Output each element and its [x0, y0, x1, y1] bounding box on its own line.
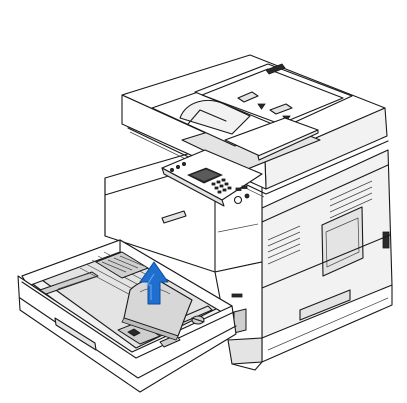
keypad-icon [211, 178, 232, 194]
control-panel [161, 149, 263, 207]
feeder-guide-right [269, 103, 293, 115]
feeder-guide-left [237, 91, 259, 103]
guide-marker-icon [257, 103, 266, 110]
tray-handle [54, 317, 97, 351]
arrow-up-icon [139, 261, 169, 305]
document-feeder [151, 63, 353, 161]
start-button-icon [233, 195, 243, 205]
tray-front-face [17, 275, 237, 393]
front-handle [161, 210, 187, 224]
feeder-input-tray [194, 63, 353, 129]
printer-right-side-panel [261, 149, 393, 363]
side-latch-icon [382, 231, 390, 249]
jammed-paper-sheet [121, 278, 193, 341]
